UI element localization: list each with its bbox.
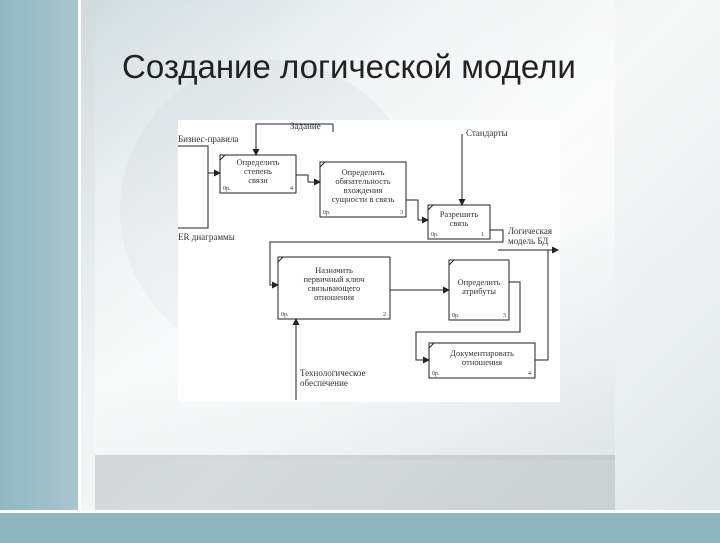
box-label-line: Определить xyxy=(236,157,279,167)
box-label-line: Назначить xyxy=(315,265,353,275)
box-number: 4 xyxy=(290,186,293,192)
process-box-assign-primary-key: Назначить первичный ключ связывающего от… xyxy=(277,256,391,320)
label-standards: Стандарты xyxy=(466,128,508,138)
box-label-line: Документировать xyxy=(450,348,514,358)
box-label-line: связи xyxy=(248,175,268,185)
box-corner-label: 0р. xyxy=(452,313,460,319)
box-number: 3 xyxy=(400,210,403,216)
background-decoration xyxy=(95,455,615,510)
process-box-determine-degree: Определить степень связи 0р. 4 xyxy=(219,154,297,194)
box-label-line: Определить xyxy=(457,277,500,287)
box-corner-label: 0р. xyxy=(281,312,289,318)
box-label-line: отношения xyxy=(314,292,354,302)
left-accent-band xyxy=(0,0,80,540)
label-er-diagrams: ER диаграммы xyxy=(178,232,235,242)
box-label-line: связь xyxy=(450,218,469,228)
box-corner-label: 0р. xyxy=(223,186,231,192)
label-logical-model: Логическая xyxy=(508,226,552,236)
left-accent-line xyxy=(78,0,81,510)
box-corner-label: 0р. xyxy=(432,371,440,377)
process-box-determine-mandatory: Определить обязательность вхождения сущн… xyxy=(319,161,407,218)
box-label-line: первичный ключ xyxy=(303,274,365,284)
label-logical-model: модель БД xyxy=(508,236,548,246)
box-corner-label: 0р. xyxy=(431,232,439,238)
box-label-line: сущности в связь xyxy=(332,194,395,204)
process-box-resolve-relationship: Разрешить связь 0р. 1 xyxy=(427,204,491,240)
box-number: 4 xyxy=(528,371,531,377)
process-box-document-relationships: Документировать отношения 0р. 4 xyxy=(428,342,536,379)
box-number: 1 xyxy=(481,232,484,238)
box-label-line: Разрешить xyxy=(440,209,479,219)
label-task: Задание xyxy=(290,121,321,131)
box-label-line: степень xyxy=(244,166,272,176)
diagram-arrows xyxy=(178,123,559,400)
box-label-line: Определить xyxy=(341,167,384,177)
box-number: 3 xyxy=(503,313,506,319)
box-label-line: отношения xyxy=(462,357,502,367)
box-label-line: вхождения xyxy=(344,185,383,195)
idef0-diagram: Определить степень связи 0р. 4 Определит… xyxy=(178,120,560,402)
process-box-define-attributes: Определить атрибуты 0р. 3 xyxy=(448,259,510,321)
label-business-rules: Бизнес-правила xyxy=(178,134,238,144)
box-number: 2 xyxy=(383,312,386,318)
box-label-line: атрибуты xyxy=(462,286,496,296)
box-label-line: обязательность xyxy=(335,176,390,186)
label-tech-support: обеспечение xyxy=(300,378,348,388)
label-tech-support: Технологическое xyxy=(300,368,366,378)
bottom-accent-band xyxy=(0,510,720,543)
box-label-line: связывающего xyxy=(308,283,361,293)
box-corner-label: 0р. xyxy=(323,210,331,216)
slide-title: Создание логической модели xyxy=(122,48,576,85)
